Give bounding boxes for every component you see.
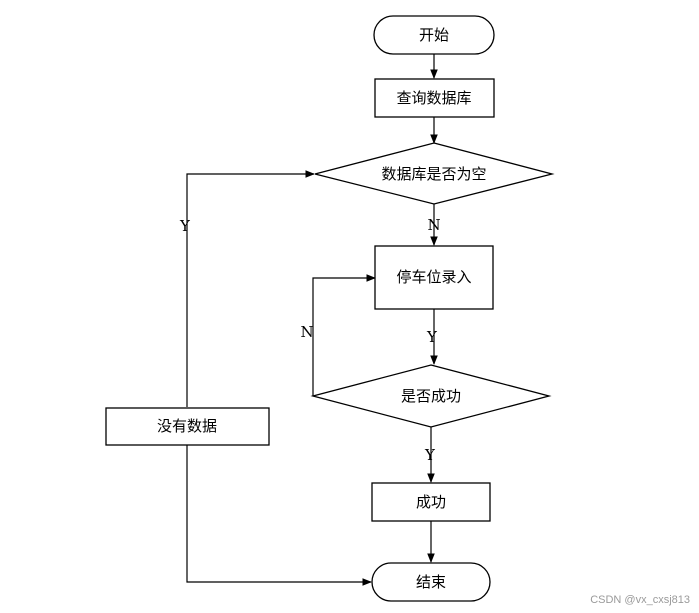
no-data-box (105, 407, 270, 446)
parking-input-label: 停车位录入 (396, 268, 471, 286)
database-empty-label: 数据库是否为空 (381, 165, 486, 183)
database-empty-decision (314, 142, 555, 205)
edge-label-empty-yes: Y (179, 217, 191, 235)
watermark: CSDN @vx_cxsj813 (590, 594, 690, 606)
edge-label-retry-no: N (300, 323, 313, 341)
edge-nodata-to-end (186, 445, 372, 586)
success-check-decision (310, 364, 552, 428)
edge-label-input-yes: Y (426, 328, 438, 346)
query-database-box (374, 78, 495, 118)
edge-decision-yes-loop (186, 170, 315, 407)
success-label: 成功 (416, 493, 446, 511)
edge-label-empty-no: N (427, 216, 440, 234)
success-box (371, 482, 491, 522)
edge-label-success-yes: Y (424, 446, 436, 464)
edge-retry-loop (312, 274, 376, 396)
no-data-label: 没有数据 (157, 417, 217, 435)
end-label: 结束 (416, 573, 446, 591)
start-terminal (373, 15, 495, 55)
parking-input-box (374, 245, 494, 310)
start-label: 开始 (419, 26, 449, 44)
query-database-label: 查询数据库 (396, 89, 471, 107)
success-check-label: 是否成功 (401, 387, 461, 405)
end-terminal (371, 562, 491, 602)
